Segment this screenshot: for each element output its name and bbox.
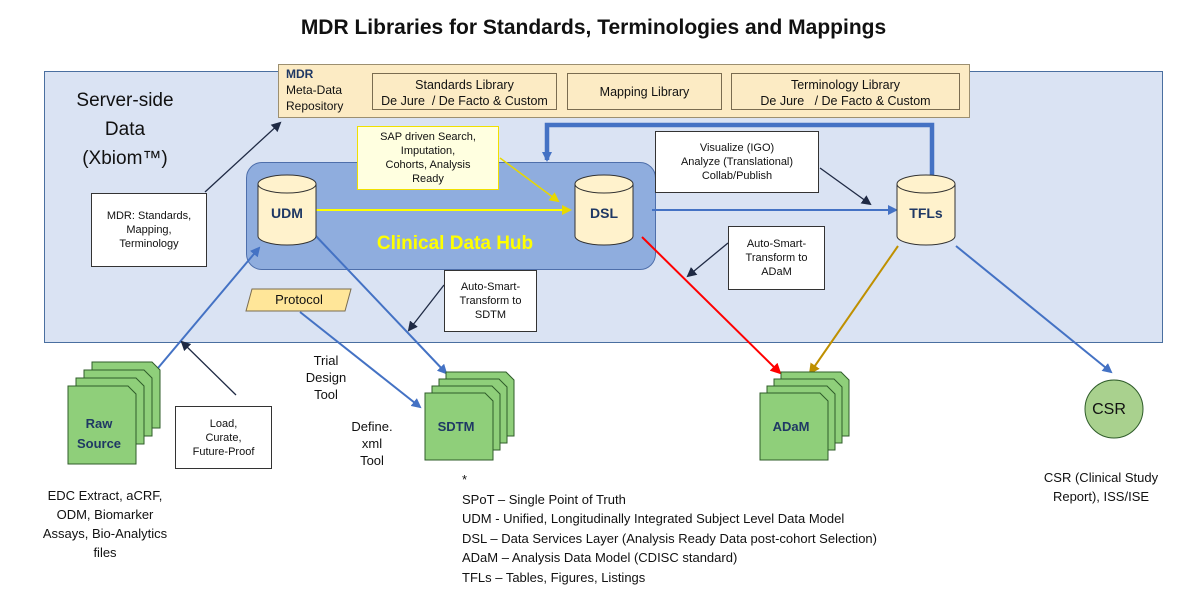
auto-adam-note-line-1: Auto-Smart- — [746, 238, 807, 250]
adam-doc-stack — [759, 371, 850, 461]
trial-design-tool-label: Trial Design Tool — [298, 352, 354, 403]
raw-source-line-1: Raw — [85, 416, 113, 431]
load-note-line-1: Load, — [209, 417, 238, 430]
visualize-note: Visualize (IGO) Analyze (Translational) … — [655, 131, 819, 193]
mdr-standards-note-line-2: Mapping, — [126, 224, 172, 236]
mdr-note-pointer — [204, 121, 282, 193]
visualize-note-pointer — [819, 167, 872, 206]
glossary-item: TFLs – Tables, Figures, Listings — [462, 569, 646, 585]
dsl-to-adam-arrow — [641, 236, 782, 375]
csr-label: CSR — [1092, 401, 1126, 418]
raw-source-description: EDC Extract, aCRF, ODM, Biomarker Assays… — [30, 486, 180, 562]
tfls-to-dsl-loop-arrow — [542, 122, 935, 178]
standards-library-box: Standards Library De Jure / De Facto & C… — [372, 73, 557, 110]
dsl-label: DSL — [590, 205, 618, 221]
auto-sdtm-note-line-3: SDTM — [474, 309, 507, 321]
visualize-note-line-1: Visualize (IGO) — [699, 142, 775, 154]
auto-sdtm-note-pointer — [407, 284, 445, 332]
load-note-line-2: Curate, — [205, 431, 242, 444]
auto-sdtm-note-line-1: Auto-Smart- — [460, 281, 521, 293]
glossary-item: DSL – Data Services Layer (Analysis Read… — [462, 530, 877, 546]
terminology-library-title: Terminology Library — [790, 78, 901, 92]
raw-to-udm-arrow — [157, 246, 261, 369]
trial-design-tool-line-1: Trial — [313, 353, 339, 368]
sdtm-label: SDTM — [437, 419, 475, 434]
terminology-library-box: Terminology Library De Jure / De Facto &… — [731, 73, 960, 110]
define-xml-tool-line-3: Tool — [360, 453, 384, 468]
glossary-item: UDM - Unified, Longitudinally Integrated… — [462, 511, 845, 526]
udm-label: UDM — [271, 205, 303, 221]
tfls-to-csr-arrow — [955, 245, 1113, 374]
mdr-desc-2: Repository — [286, 99, 344, 113]
define-xml-tool-label: Define. xml Tool — [342, 418, 402, 469]
sap-note-line-2: Imputation, — [400, 145, 456, 157]
glossary-marker: * — [462, 472, 468, 487]
standards-library-title: Standards Library — [415, 78, 514, 92]
mdr-standards-note-line-1: MDR: Standards, — [106, 210, 192, 222]
page-title: MDR Libraries for Standards, Terminologi… — [300, 16, 887, 39]
csr-description: CSR (Clinical Study Report), ISS/ISE — [1026, 468, 1176, 506]
sap-note-line-4: Ready — [412, 173, 444, 185]
sap-note-line-3: Cohorts, Analysis — [385, 159, 471, 171]
raw-desc-line-2: ODM, Biomarker — [56, 507, 154, 522]
protocol-shape — [245, 288, 352, 312]
auto-sdtm-note: Auto-Smart- Transform to SDTM — [444, 270, 537, 332]
server-line-1: Server-side — [76, 90, 174, 111]
auto-adam-note: Auto-Smart- Transform to ADaM — [728, 226, 825, 290]
csr-desc-line-1: CSR (Clinical Study — [1043, 470, 1159, 485]
standards-library-subtitle: De Jure / De Facto & Custom — [381, 94, 548, 108]
tfls-to-adam-arrow — [808, 245, 899, 375]
glossary: * SPoT – Single Point of Truth UDM - Uni… — [462, 470, 877, 587]
mdr-desc-1: Meta-Data — [286, 83, 343, 97]
load-note: Load, Curate, Future-Proof — [175, 406, 272, 469]
auto-adam-note-line-3: ADaM — [761, 266, 792, 278]
clinical-data-hub-label: Clinical Data Hub — [376, 233, 534, 254]
auto-sdtm-note-line-2: Transform to — [459, 295, 522, 307]
server-side-label: Server-side Data (Xbiom™) — [60, 86, 190, 173]
sdtm-doc-stack — [424, 371, 515, 461]
auto-adam-note-line-2: Transform to — [745, 252, 808, 264]
csr-circle — [1084, 379, 1144, 439]
visualize-note-line-2: Analyze (Translational) — [680, 156, 794, 168]
load-note-pointer — [180, 340, 237, 396]
mapping-library-box: Mapping Library — [567, 73, 722, 110]
trial-design-tool-line-2: Design — [305, 370, 347, 385]
raw-desc-line-1: EDC Extract, aCRF, — [47, 488, 163, 503]
mdr-label: MDR Meta-Data Repository — [286, 66, 343, 114]
raw-desc-line-4: files — [93, 545, 117, 560]
mdr-standards-note: MDR: Standards, Mapping, Terminology — [91, 193, 207, 267]
glossary-item: SPoT – Single Point of Truth — [462, 491, 626, 507]
dsl-cylinder — [574, 174, 634, 246]
sap-note-line-1: SAP driven Search, — [380, 131, 476, 143]
visualize-note-line-3: Collab/Publish — [701, 170, 773, 182]
sap-note: SAP driven Search, Imputation, Cohorts, … — [357, 126, 499, 190]
protocol-label: Protocol — [275, 292, 323, 307]
csr-desc-line-2: Report), ISS/ISE — [1052, 489, 1150, 504]
sap-note-pointer — [499, 157, 560, 203]
define-xml-tool-line-2: xml — [361, 436, 383, 451]
udm-cylinder — [257, 174, 317, 246]
raw-desc-line-3: Assays, Bio-Analytics — [42, 526, 168, 541]
trial-design-tool-line-3: Tool — [314, 387, 338, 402]
tfls-label: TFLs — [909, 205, 943, 221]
raw-source-label: Raw Source — [68, 414, 130, 454]
mapping-library-title: Mapping Library — [599, 85, 690, 99]
tfls-cylinder — [896, 174, 956, 246]
define-xml-tool-line-1: Define. — [351, 419, 393, 434]
auto-adam-note-pointer — [686, 242, 729, 278]
server-line-2: Data — [104, 119, 146, 140]
adam-label: ADaM — [772, 419, 810, 434]
protocol-to-sdtm-arrow — [299, 311, 422, 409]
udm-to-sdtm-arrow — [313, 233, 448, 375]
raw-source-doc-stack — [67, 361, 161, 465]
glossary-item: ADaM – Analysis Data Model (CDISC standa… — [462, 550, 738, 565]
load-note-line-3: Future-Proof — [192, 445, 255, 458]
server-line-3: (Xbiom™) — [82, 148, 168, 169]
mdr-standards-note-line-3: Terminology — [119, 238, 179, 250]
raw-source-line-2: Source — [76, 436, 122, 451]
terminology-library-subtitle: De Jure / De Facto & Custom — [760, 94, 931, 108]
mdr-name: MDR — [286, 67, 314, 81]
